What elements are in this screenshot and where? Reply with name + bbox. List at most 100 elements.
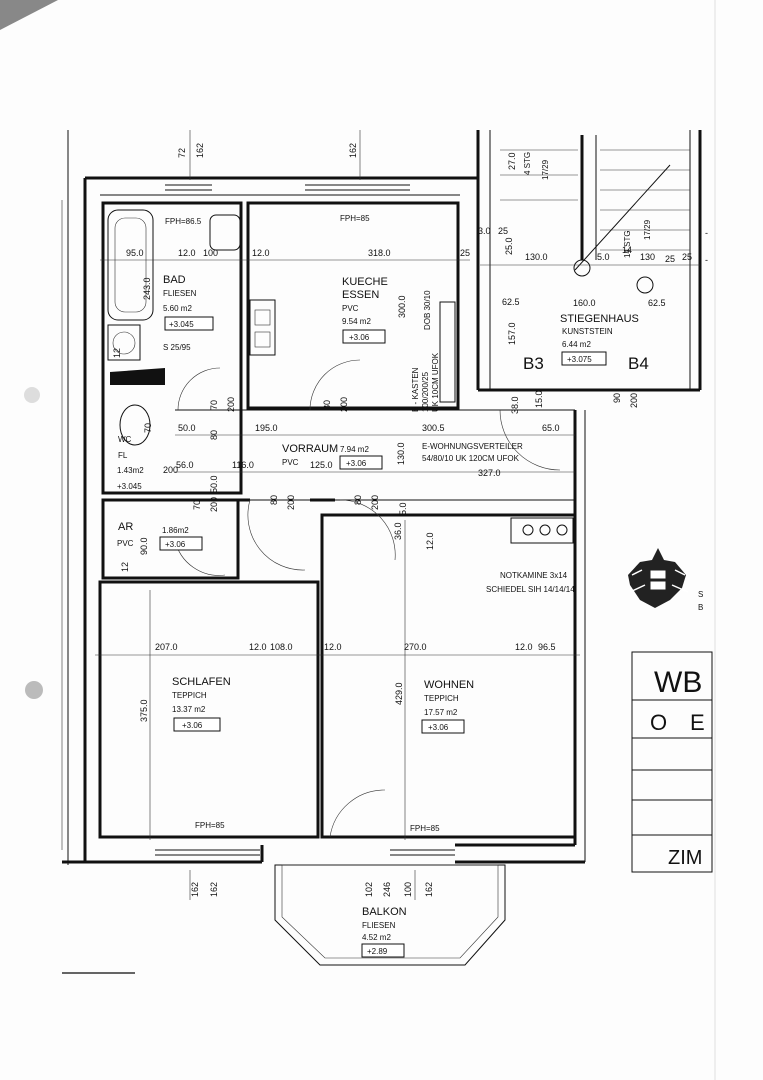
annotations: NOTKAMINE 3x14 SCHIEDEL SIH 14/14/14 E -… [411, 290, 575, 594]
svg-text:300.5: 300.5 [422, 423, 445, 433]
title-block: WB O E ZIM [631, 651, 713, 873]
bathtub [107, 209, 154, 321]
room-name: BALKON [362, 906, 407, 918]
e-kasten-label: E - KASTEN [411, 367, 420, 412]
schiedel-label: SCHIEDEL SIH 14/14/14 [486, 585, 575, 594]
svg-text:3.0: 3.0 [478, 226, 491, 236]
svg-text:130.0: 130.0 [396, 442, 406, 465]
svg-text:116.0: 116.0 [232, 460, 254, 470]
fph-label: FPH=85 [195, 821, 225, 830]
stair-ratio-2: 17/29 [643, 219, 652, 240]
schlafen-dim: 375.0 [139, 699, 149, 722]
svg-text:195.0: 195.0 [255, 423, 278, 433]
e-kasten-size: 100/200/25 [421, 371, 430, 412]
e-kasten-height: UK 10CM UFOK [431, 352, 440, 412]
stair-ratio-1: 17/29 [541, 159, 550, 180]
room-area: 5.60 m2 [163, 304, 192, 313]
svg-text:12.0: 12.0 [252, 248, 270, 258]
dob-label: DOB 30/10 [423, 290, 432, 330]
svg-text:162: 162 [195, 143, 205, 158]
svg-text:200: 200 [209, 497, 219, 512]
kitchen-sink [249, 299, 276, 356]
svg-text:25: 25 [460, 248, 470, 258]
b4-label: B4 [628, 354, 649, 373]
fph-label: FPH=85 [410, 824, 440, 833]
bad-height-dim: 243.0 [142, 277, 152, 300]
room-level: +3.06 [349, 333, 370, 342]
svg-text:70: 70 [209, 400, 219, 410]
svg-text:15.0: 15.0 [534, 390, 544, 408]
svg-text:80: 80 [353, 495, 363, 505]
svg-text:130.0: 130.0 [525, 252, 548, 262]
svg-text:70: 70 [192, 500, 202, 510]
svg-text:108.0: 108.0 [270, 642, 293, 652]
svg-text:36.0: 36.0 [393, 522, 403, 540]
room-area: 9.54 m2 [342, 317, 371, 326]
stair-steps [500, 149, 690, 294]
stair-count-1: 4 STG [523, 152, 532, 175]
svg-text:80: 80 [209, 430, 219, 440]
room-kueche: KUECHE ESSEN PVC 9.54 m2 +3.06 FPH=85 31… [340, 214, 391, 344]
room-note: S 25/95 [163, 343, 191, 352]
room-floor: PVC [117, 539, 134, 548]
svg-text:62.5: 62.5 [502, 297, 520, 307]
room-area: 4.52 m2 [362, 933, 391, 942]
svg-text:B: B [698, 603, 703, 612]
b3-label: B3 [523, 354, 544, 373]
svg-text:96.5: 96.5 [538, 642, 556, 652]
svg-text:200: 200 [163, 465, 178, 475]
svg-text:95.0: 95.0 [126, 248, 144, 258]
room-wc: WC FL 1.43m2 +3.045 [117, 435, 144, 491]
svg-text:12: 12 [120, 562, 130, 572]
room-schlafen: SCHLAFEN TEPPICH 13.37 m2 +3.06 FPH=85 3… [139, 676, 231, 830]
svg-text:27.0: 27.0 [507, 152, 517, 170]
svg-text:207.0: 207.0 [155, 642, 178, 652]
svg-text:12: 12 [112, 348, 122, 358]
room-name: VORRAUM [282, 443, 338, 455]
room-floor: FL [118, 451, 128, 460]
room-floor: TEPPICH [172, 691, 207, 700]
verteiler-label: E-WOHNUNGSVERTEILER [422, 442, 523, 451]
svg-text:80: 80 [322, 400, 332, 410]
room-floor: FLIESEN [362, 921, 396, 930]
svg-text:50.0: 50.0 [209, 475, 219, 493]
stair-count-2: 14 STG [623, 230, 632, 258]
room-vorraum: VORRAUM PVC 7.94 m2 +3.06 [282, 443, 383, 470]
toilet [119, 404, 151, 446]
walls [61, 130, 702, 865]
austrian-eagle-emblem [628, 548, 689, 608]
room-name: WC [118, 435, 132, 444]
room-name: WOHNEN [424, 679, 474, 691]
dimension-texts: 72 162 162 95.0 12.0 100 12.0 25 130.0 2… [112, 143, 692, 897]
room-area: 13.37 m2 [172, 705, 206, 714]
svg-text:14: 14 [622, 245, 632, 255]
svg-text:102: 102 [364, 882, 374, 897]
ar-dim: 90.0 [139, 537, 149, 555]
room-ar: AR PVC 1.86m2 +3.06 90.0 [117, 521, 203, 555]
svg-text:-: - [705, 228, 708, 238]
punch-hole-bottom [25, 681, 43, 699]
svg-text:100: 100 [403, 882, 413, 897]
room-name: AR [118, 521, 133, 533]
fph-label: FPH=86.5 [165, 217, 202, 226]
room-bad: BAD FLIESEN 5.60 m2 +3.045 S 25/95 FPH=8… [142, 217, 214, 352]
svg-text:162: 162 [190, 882, 200, 897]
dimension-lines [95, 130, 700, 900]
room-floor: PVC [342, 304, 359, 313]
svg-text:72: 72 [177, 148, 187, 158]
svg-text:160.0: 160.0 [573, 298, 596, 308]
svg-text:12.0: 12.0 [324, 642, 342, 652]
room-name: STIEGENHAUS [560, 313, 639, 325]
svg-text:12.0: 12.0 [178, 248, 196, 258]
washing-machine [107, 324, 141, 361]
room-level: +3.06 [428, 723, 449, 732]
room-balkon: BALKON FLIESEN 4.52 m2 +2.89 [361, 906, 407, 958]
room-level: +3.06 [346, 459, 367, 468]
svg-text:12.0: 12.0 [249, 642, 267, 652]
room-level: +3.045 [169, 320, 194, 329]
title-block-text-4: ZIM [668, 847, 702, 869]
balcony-outline [274, 864, 506, 966]
svg-text:270.0: 270.0 [404, 642, 427, 652]
svg-text:65.0: 65.0 [542, 423, 560, 433]
room-wohnen: WOHNEN TEPPICH 17.57 m2 +3.06 FPH=85 429… [394, 679, 474, 833]
